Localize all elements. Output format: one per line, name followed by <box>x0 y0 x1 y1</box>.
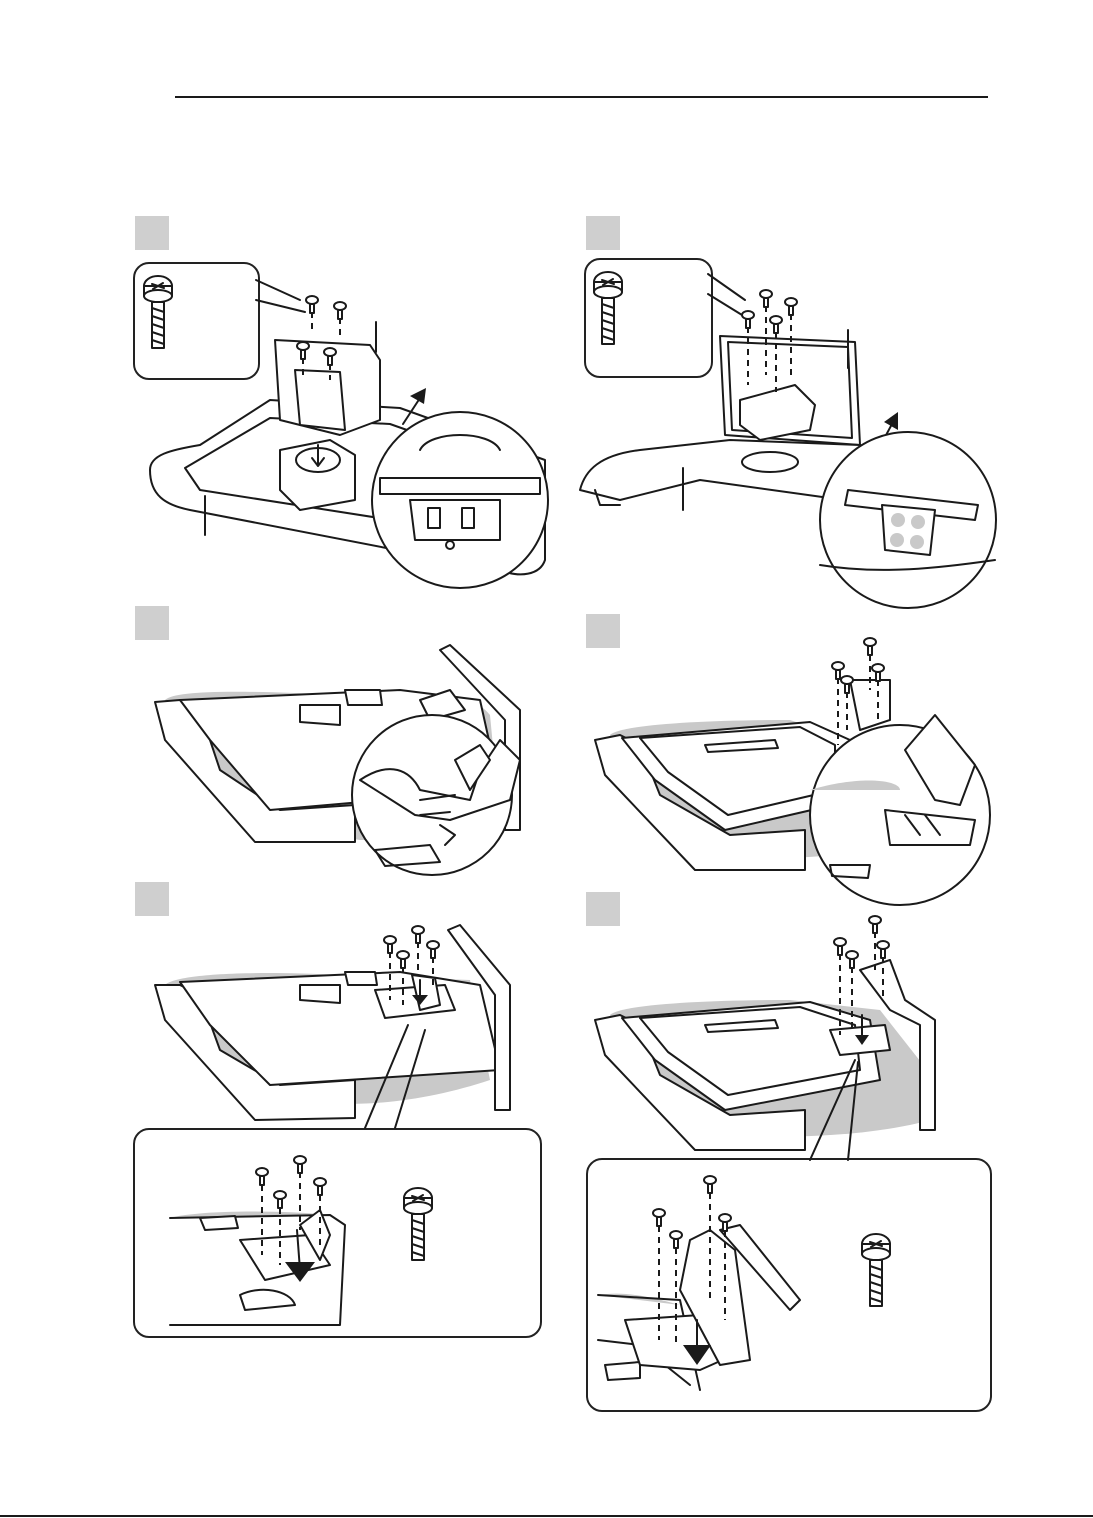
footer-rule <box>0 1515 1093 1517</box>
screw-icon <box>862 1234 890 1306</box>
screw-icon <box>404 1188 432 1260</box>
screw-icon <box>144 276 172 348</box>
screw-icon <box>594 272 622 344</box>
